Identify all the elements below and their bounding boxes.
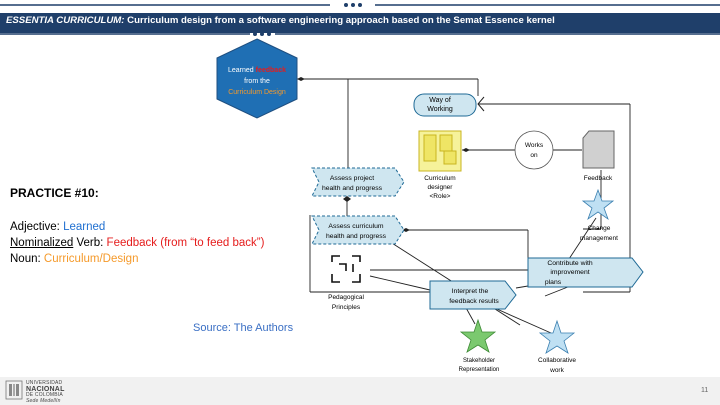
adjective-line: Adjective: Learned <box>10 221 105 233</box>
source-note: Source: The Authors <box>193 322 294 334</box>
contribute-line1: Contribute with <box>547 260 593 267</box>
feedback-label: Feedback <box>584 175 613 182</box>
title-band <box>0 13 720 33</box>
stakeholder-line2: Representation <box>459 367 500 373</box>
works-on-circle <box>514 130 554 170</box>
verb-label: Nominalized <box>10 237 74 249</box>
interpret-activity <box>429 280 517 310</box>
noun-label: Noun: <box>10 253 41 265</box>
feedback-document-icon <box>582 130 615 169</box>
collaborative-work-star <box>538 319 576 354</box>
assess-curriculum-activity <box>311 215 405 245</box>
works-on-line1: Works <box>525 142 544 149</box>
pedagogical-principles-icon <box>331 255 361 283</box>
title-rest: Curriculum design from a software engine… <box>127 15 555 26</box>
collaborative-line2: work <box>549 367 564 374</box>
page-number: 11 <box>701 387 709 394</box>
hexagon-line2: from the <box>244 78 270 85</box>
collaborative-line1: Collaborative <box>538 357 576 364</box>
way-of-working-box <box>413 93 477 117</box>
change-management-line1: Change <box>588 225 611 232</box>
noun-line: Noun: Curriculum/Design <box>10 253 138 265</box>
curriculum-designer-line2: designer <box>428 184 454 191</box>
stakeholder-representation-star <box>459 318 497 353</box>
pedagogical-line2: Principles <box>332 304 361 311</box>
pedagogical-line1: Pedagogical <box>328 294 364 301</box>
university-seal-logo <box>5 380 23 400</box>
contribute-line3: plans <box>545 279 562 286</box>
logo-line-4: Sede Medellín <box>26 397 61 404</box>
top-decor <box>0 3 720 36</box>
footer-bar <box>0 377 720 405</box>
assess-curriculum-line1: Assess curriculum <box>328 223 383 230</box>
change-management-star <box>581 188 615 221</box>
logo-line-3: DE COLOMBIA <box>26 392 63 399</box>
assess-project-line2: health and progress <box>322 185 383 192</box>
change-management-line2: management <box>580 235 618 242</box>
contribute-activity <box>527 257 644 288</box>
verb-label-rest: Verb: <box>76 237 104 249</box>
connector-diamonds <box>297 77 470 232</box>
university-name: UNIVERSIDAD NACIONAL DE COLOMBIA Sede Me… <box>26 380 65 404</box>
way-of-working-line2: Working <box>427 106 453 113</box>
curriculum-designer-line1: Curriculum <box>424 175 455 182</box>
way-of-working-arrowhead <box>477 96 485 112</box>
stakeholder-line1: Stakeholder <box>463 358 495 364</box>
hexagon-line3: Curriculum Design <box>228 89 286 96</box>
contribute-line2: improvement <box>550 269 589 276</box>
interpret-line2: feedback results <box>449 298 499 305</box>
way-of-working-line1: Way of <box>429 97 451 104</box>
assess-project-line1: Assess project <box>330 175 374 182</box>
assess-curriculum-line2: health and progress <box>326 233 387 240</box>
adjective-label: Adjective: <box>10 221 60 233</box>
curriculum-designer-line3: <Role> <box>430 193 451 200</box>
logo-line-2: NACIONAL <box>26 386 65 394</box>
verb-value: Feedback (from “to feed back”) <box>106 237 265 249</box>
assess-project-activity <box>311 167 405 197</box>
learned-feedback-hexagon <box>216 38 298 119</box>
hexagon-line1: Learned feedback <box>228 67 286 74</box>
noun-value: Curriculum/Design <box>43 253 139 265</box>
works-on-line2: on <box>530 152 538 159</box>
practice-heading: PRACTICE #10: <box>10 186 99 200</box>
interpret-line1: Interpret the <box>452 288 489 295</box>
adjective-value: Learned <box>63 221 106 233</box>
connector-lines <box>297 78 631 334</box>
title-prefix: ESSENTIA CURRICULUM: <box>6 15 125 26</box>
curriculum-designer-icon <box>418 130 462 172</box>
slide-title: ESSENTIA CURRICULUM: Curriculum design f… <box>6 15 555 26</box>
verb-line: Nominalized Verb: Feedback (from “to fee… <box>10 237 264 249</box>
logo-line-1: UNIVERSIDAD <box>26 380 63 386</box>
